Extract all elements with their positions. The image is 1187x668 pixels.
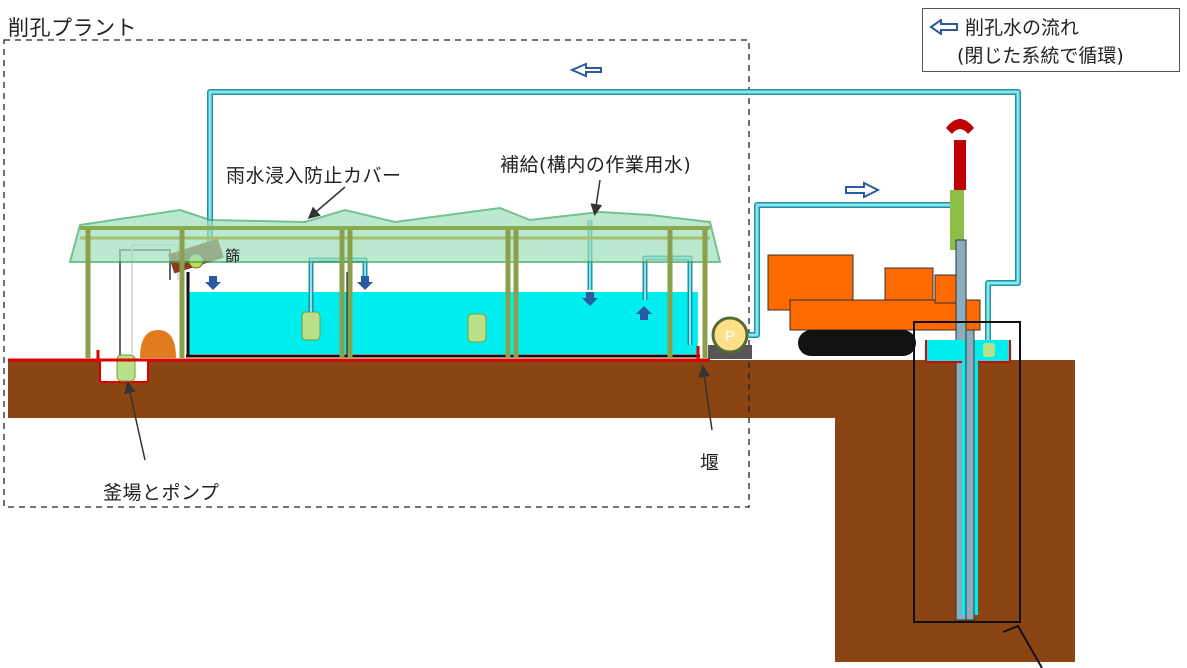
legend-line-2: (閉じた系統で循環) <box>957 45 1124 67</box>
flow-small-arrows <box>205 276 652 320</box>
flow-arrow-right-icon <box>845 181 881 199</box>
flow-arrow-left-icon <box>569 62 602 78</box>
sediment-mound <box>140 330 176 358</box>
supply-label: 補給(構内の作業用水) <box>500 154 692 176</box>
plant-boundary <box>3 39 750 508</box>
rain-cover-label: 雨水浸入防止カバー <box>226 165 402 187</box>
plant-title: 削孔プラント <box>8 16 137 40</box>
rain-cover <box>68 206 722 263</box>
pit-pump-label: 釜場とポンプ <box>103 482 220 504</box>
legend: 削孔水の流れ (閉じた系統で循環) <box>922 8 1180 72</box>
pump-icon <box>708 316 752 359</box>
legend-line-1: 削孔水の流れ <box>965 17 1080 39</box>
pump-letter: P <box>725 328 735 345</box>
borehole <box>913 321 1043 668</box>
ground <box>8 360 1075 662</box>
drilling-rig <box>767 119 981 621</box>
weir-label: 堰 <box>700 452 720 474</box>
left-arrow-icon <box>929 19 958 35</box>
settling-tanks <box>186 260 700 358</box>
cover-frame <box>85 230 708 358</box>
weir-line <box>8 346 710 362</box>
supply-pipe <box>742 202 962 338</box>
tank-pumps <box>301 311 487 343</box>
screen-label: 篩 <box>225 247 241 265</box>
leader-lines <box>124 179 713 461</box>
